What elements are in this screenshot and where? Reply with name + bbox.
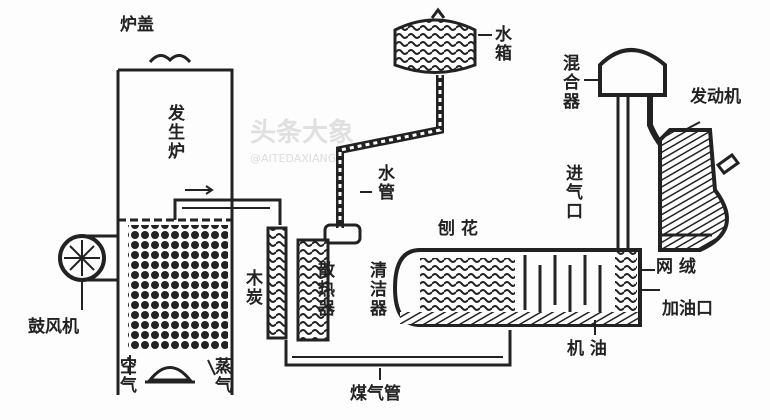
- label-mixer: 混合器: [563, 54, 580, 112]
- label-shavings: 刨 花: [438, 219, 478, 239]
- watermark-handle: @AITEDAXIANG: [250, 152, 337, 165]
- label-oil-filler: 加油口: [662, 299, 713, 319]
- watermark-brand: 头条大象: [250, 118, 355, 148]
- label-charcoal: 木炭: [246, 269, 263, 308]
- label-lid: 炉盖: [120, 15, 154, 35]
- label-radiator: 散热器: [318, 261, 335, 319]
- blower-icon: [58, 234, 118, 300]
- radiator: [266, 226, 288, 340]
- generator-furnace: [116, 68, 234, 395]
- label-water-tank: 水箱: [495, 25, 512, 64]
- engine: [658, 128, 741, 252]
- mixer: [598, 48, 667, 97]
- label-air: 空气: [120, 357, 137, 396]
- label-blower: 鼓风机: [28, 317, 79, 337]
- label-water-pipe: 水管: [378, 164, 395, 203]
- label-generator: 发生炉: [168, 104, 185, 162]
- label-engine: 发动机: [690, 87, 741, 107]
- label-cleaner: 清洁器: [370, 261, 387, 319]
- label-steam: 蒸气: [215, 357, 232, 396]
- water-tank: [393, 7, 477, 74]
- cleaner: [296, 238, 330, 342]
- label-mesh: 网 绒: [656, 257, 696, 277]
- label-gas-pipe: 煤气管: [350, 384, 401, 404]
- label-air-inlet: 进气口: [566, 164, 583, 222]
- lid-icon: [148, 54, 192, 64]
- label-engine-oil: 机 油: [567, 339, 607, 359]
- gas-cleaner-tank: [392, 248, 642, 327]
